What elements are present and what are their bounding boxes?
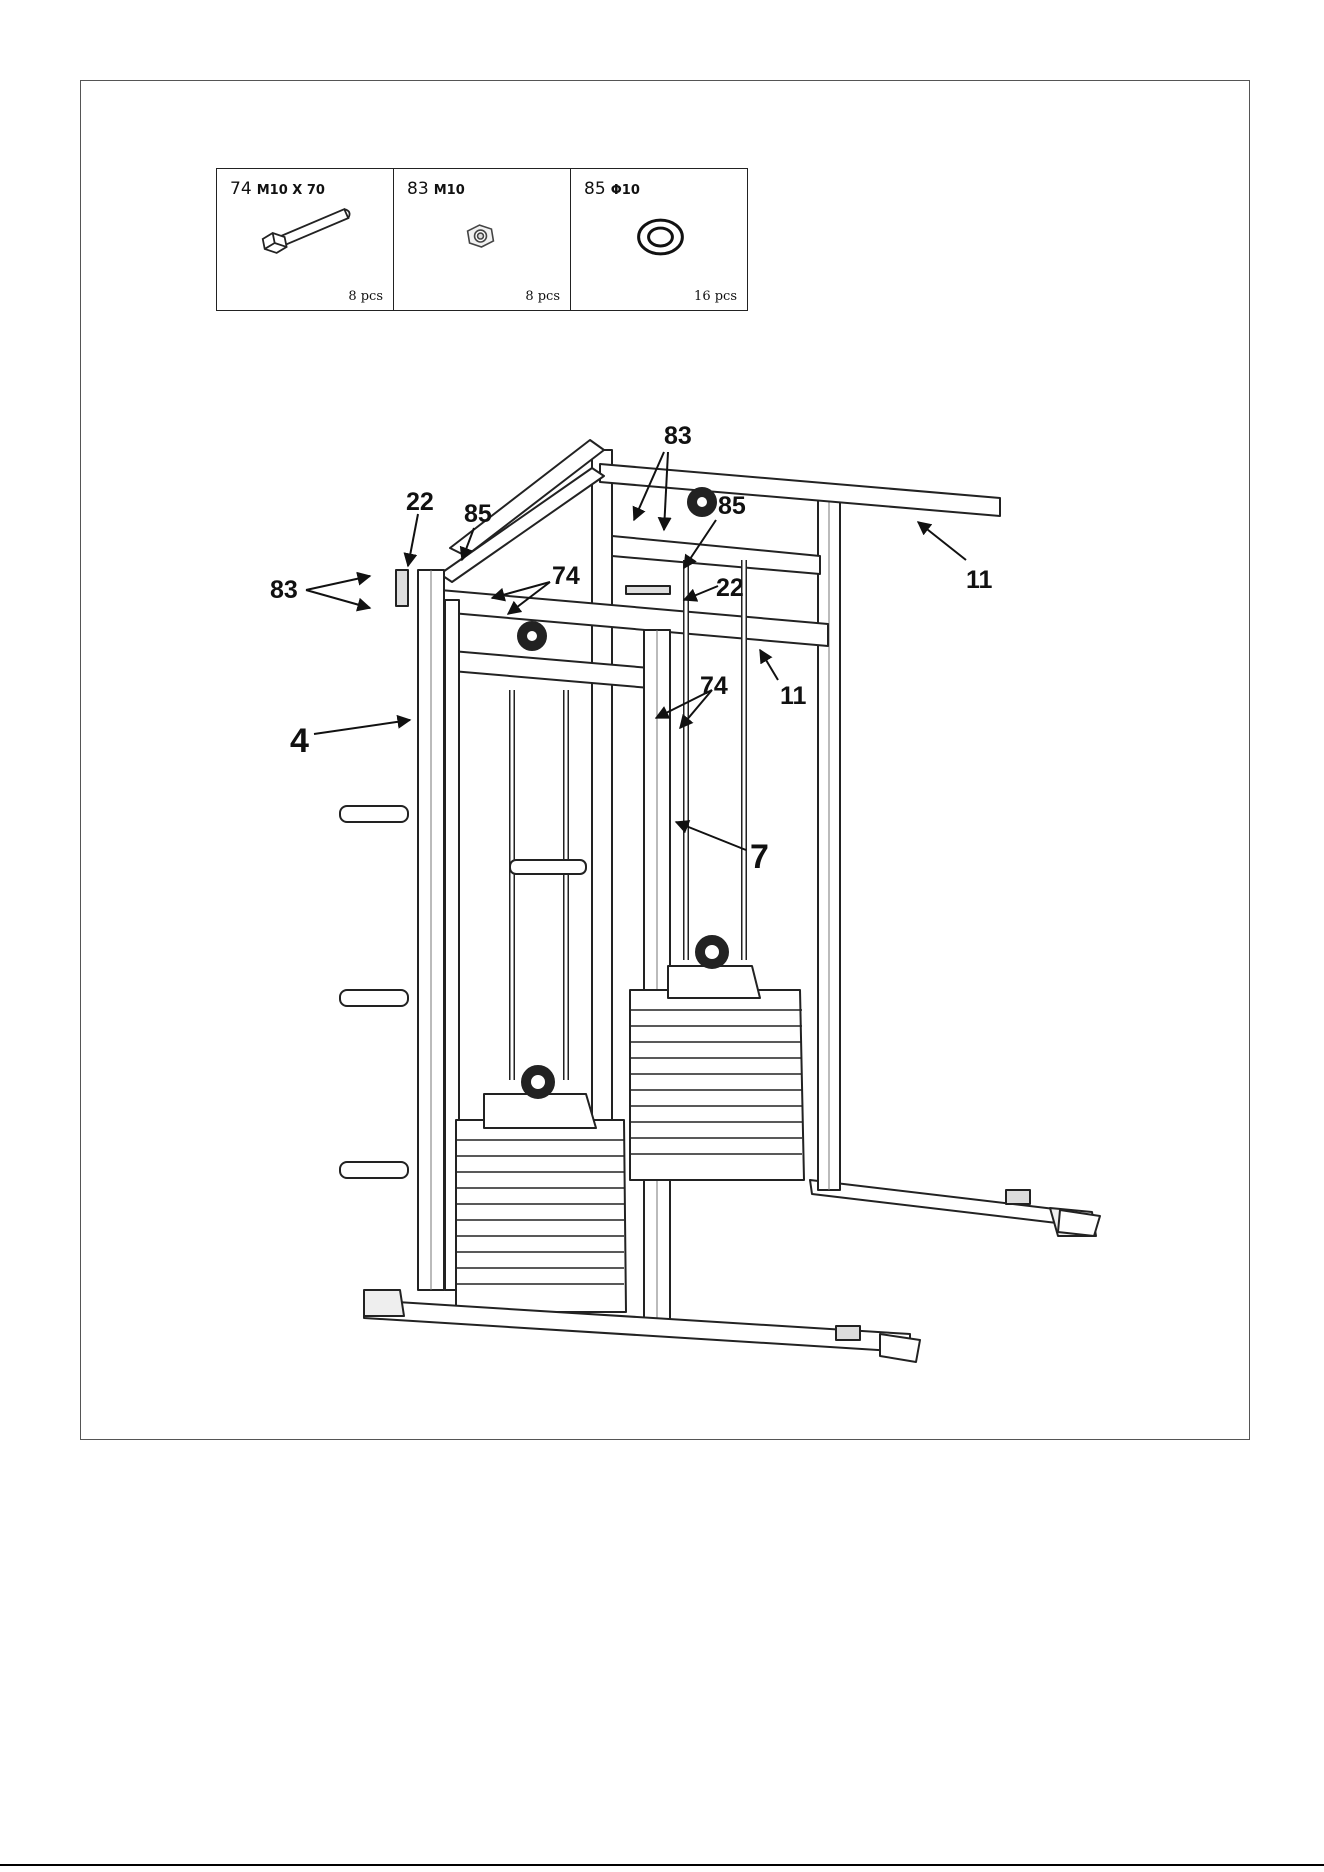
callout-arrows bbox=[306, 452, 966, 850]
callout-7: 7 bbox=[750, 838, 769, 876]
callout-22-right: 22 bbox=[716, 574, 744, 602]
callout-11-mid: 11 bbox=[780, 682, 807, 710]
footer-rule bbox=[0, 1864, 1324, 1866]
callout-74-top: 74 bbox=[552, 562, 580, 590]
callout-11-right: 11 bbox=[966, 566, 993, 594]
callout-83-top: 83 bbox=[664, 422, 692, 450]
callout-22-left: 22 bbox=[406, 488, 434, 516]
callout-83-left: 83 bbox=[270, 576, 298, 604]
callout-74-mid: 74 bbox=[700, 672, 728, 700]
callout-4: 4 bbox=[290, 722, 309, 760]
callout-85-left: 85 bbox=[464, 500, 492, 528]
callout-85-right: 85 bbox=[718, 492, 746, 520]
